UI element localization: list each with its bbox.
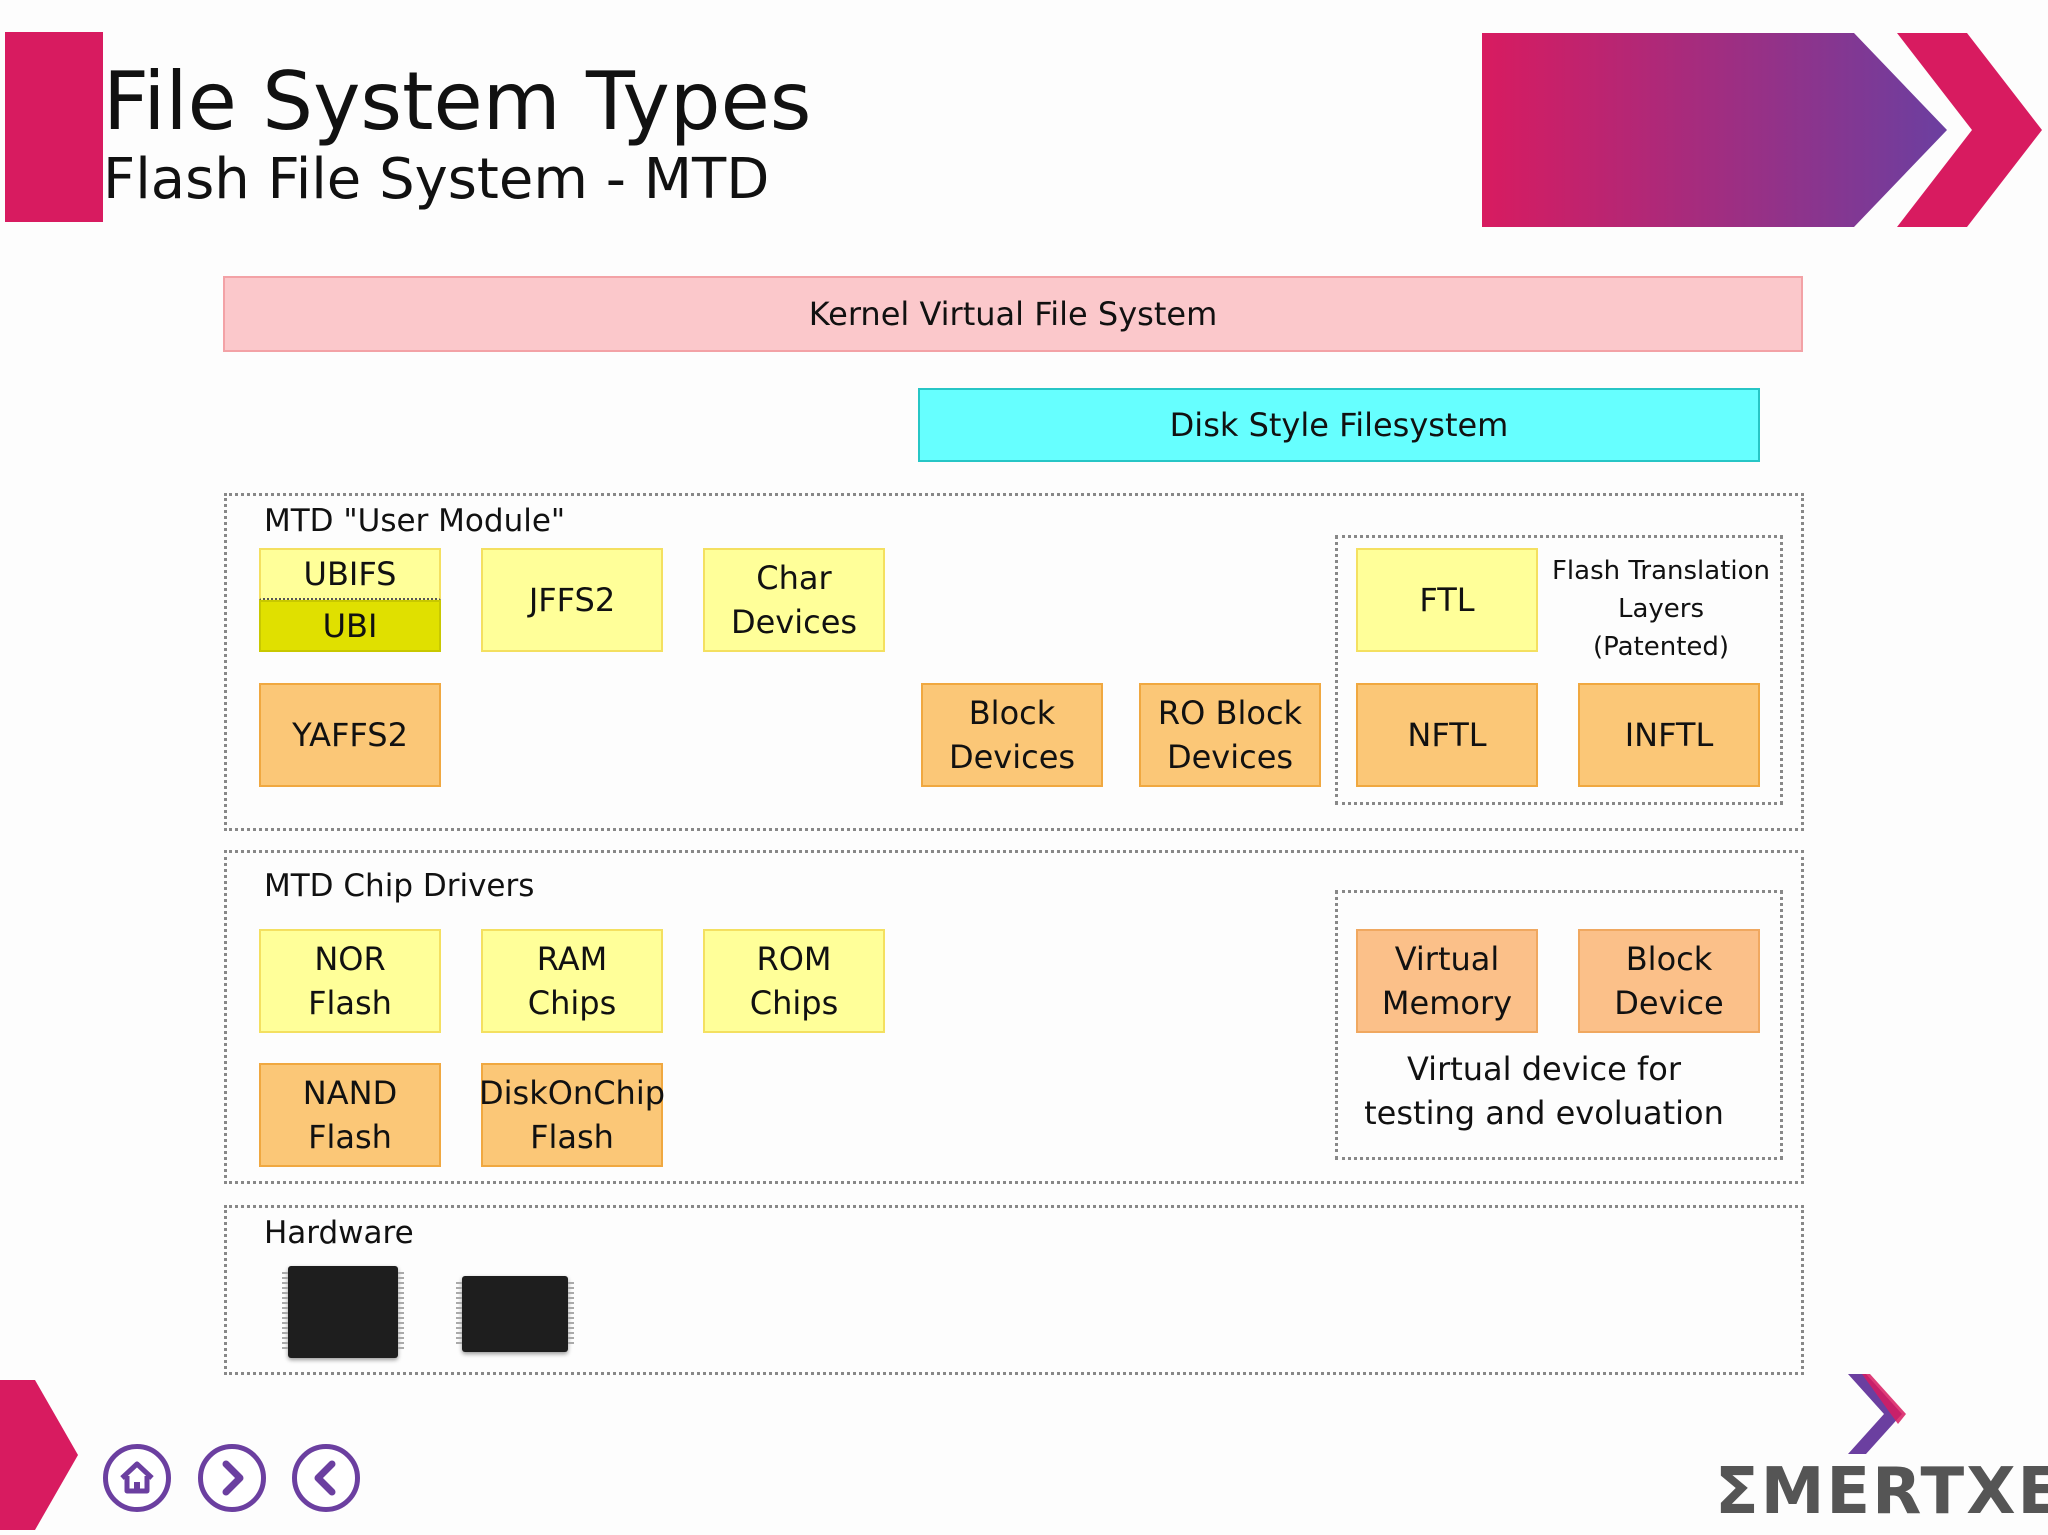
- hardware-section: [224, 1205, 1804, 1375]
- mtd-user-module-section: [224, 493, 1804, 831]
- ubi-box: UBI: [259, 600, 441, 652]
- yaffs2-box: YAFFS2: [259, 683, 441, 787]
- header-banner: [1482, 33, 2042, 227]
- hardware-label: Hardware: [264, 1215, 414, 1251]
- flash-translation-layers-group: [1335, 535, 1783, 805]
- block-devices-box: Block Devices: [921, 683, 1103, 787]
- kernel-virtual-file-system: Kernel Virtual File System: [223, 276, 1803, 352]
- mtd-chip-drivers-section: [224, 850, 1804, 1184]
- rom-chips-box: ROM Chips: [703, 929, 885, 1033]
- mtd-user-module-label: MTD "User Module": [264, 503, 566, 539]
- flash-chip-image: [282, 1266, 404, 1358]
- ubifs-box: UBIFS: [259, 548, 441, 600]
- logo-text: ƩMERTXE: [1715, 1455, 2048, 1529]
- title-accent-bar: [5, 32, 103, 222]
- page-subtitle: Flash File System - MTD: [103, 147, 770, 212]
- previous-button[interactable]: [292, 1444, 360, 1512]
- next-button[interactable]: [198, 1444, 266, 1512]
- ram-chips-box: RAM Chips: [481, 929, 663, 1033]
- disk-style-filesystem: Disk Style Filesystem: [918, 388, 1760, 462]
- char-devices-box: Char Devices: [703, 548, 885, 652]
- chevron-left-icon: [314, 1460, 336, 1496]
- virtual-device-group: [1335, 890, 1783, 1160]
- nftl-box: NFTL: [1356, 683, 1538, 787]
- jffs2-box: JFFS2: [481, 548, 663, 652]
- page-title: File System Types: [103, 55, 812, 148]
- home-button[interactable]: [103, 1444, 171, 1512]
- logo-mark: [1848, 1374, 1906, 1454]
- nav-accent-tab: [0, 1380, 78, 1530]
- diskonchip-flash-box: DiskOnChip Flash: [479, 1063, 665, 1167]
- home-icon: [120, 1461, 154, 1494]
- virtual-device-note: Virtual device for testing and evoluatio…: [1364, 1050, 1724, 1132]
- flash-translation-layers-note: Flash Translation Layers (Patented): [1551, 556, 1771, 662]
- virtual-memory-box: Virtual Memory: [1356, 929, 1538, 1033]
- ftl-box: FTL: [1356, 548, 1538, 652]
- inftl-box: INFTL: [1578, 683, 1760, 787]
- mtd-chip-drivers-label: MTD Chip Drivers: [264, 868, 535, 904]
- nand-flash-box: NAND Flash: [259, 1063, 441, 1167]
- block-device-box: Block Device: [1578, 929, 1760, 1033]
- chevron-right-icon: [222, 1460, 244, 1496]
- nor-flash-box: NOR Flash: [259, 929, 441, 1033]
- ro-block-devices-box: RO Block Devices: [1139, 683, 1321, 787]
- nand-chip-image: [456, 1276, 574, 1352]
